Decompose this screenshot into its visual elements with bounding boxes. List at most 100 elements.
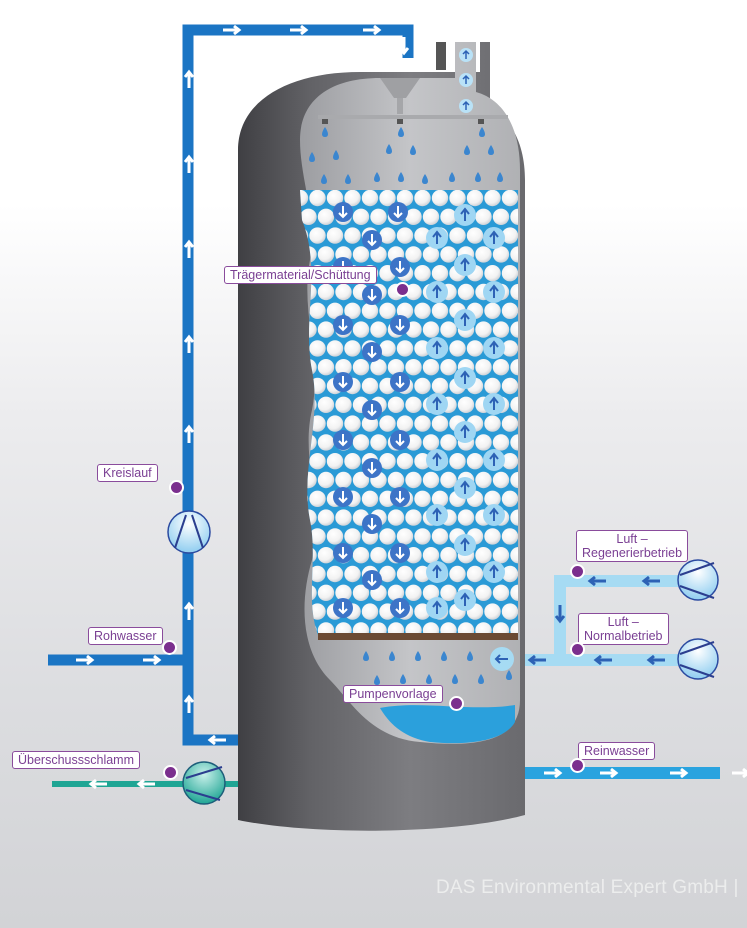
flow-arrow-icon: [432, 564, 442, 578]
carrier-ball: [335, 509, 352, 526]
flow-arrow-icon: [338, 491, 348, 504]
carrier-ball: [510, 471, 518, 489]
flow-arrow-icon: [367, 462, 377, 475]
carrier-ball: [492, 359, 510, 376]
carrier-ball: [457, 509, 475, 526]
carrier-ball: [335, 359, 352, 376]
carrier-ball: [475, 584, 492, 601]
label-air-regen: Luft – Regenerierbetrieb: [576, 530, 689, 562]
air-blower-normal-icon[interactable]: [677, 638, 719, 680]
carrier-ball: [317, 321, 335, 338]
carrier-ball: [335, 396, 352, 413]
carrier-ball: [405, 396, 422, 413]
carrier-ball: [457, 396, 475, 413]
carrier-ball: [361, 490, 379, 507]
carrier-ball: [501, 265, 518, 282]
sludge-pump-icon[interactable]: [182, 761, 226, 805]
carrier-ball: [510, 584, 518, 601]
carrier-ball: [484, 377, 501, 395]
carrier-ball: [501, 603, 518, 620]
flow-arrow-icon: [183, 154, 195, 173]
flow-arrow-icon: [143, 654, 162, 666]
flow-arrow-icon: [183, 694, 195, 713]
carrier-ball: [422, 547, 440, 564]
carrier-ball: [414, 302, 431, 319]
carrier-ball: [396, 415, 414, 432]
carrier-ball: [484, 415, 501, 432]
water-drop-icon: [497, 172, 503, 182]
carrier-ball: [501, 302, 518, 319]
flow-arrow-icon: [367, 346, 377, 359]
water-drop-icon: [441, 651, 447, 661]
carrier-ball: [396, 227, 414, 244]
carrier-ball: [396, 340, 414, 357]
circulation-pump-icon[interactable]: [167, 510, 211, 554]
carrier-ball: [528, 359, 544, 375]
carrier-ball: [344, 565, 361, 583]
marker-air-normal: [570, 642, 585, 657]
label-air-regen-line1: Luft –: [616, 532, 648, 546]
flow-arrow-icon: [593, 654, 612, 666]
carrier-ball: [528, 397, 544, 413]
flow-arrow-icon: [489, 340, 499, 354]
carrier-ball: [466, 453, 484, 470]
water-drop-icon: [426, 674, 432, 684]
carrier-ball: [466, 565, 484, 583]
carrier-ball: [326, 453, 344, 470]
carrier-ball: [326, 302, 344, 319]
carrier-ball: [440, 471, 457, 489]
carrier-ball: [405, 359, 422, 376]
carrier-ball: [501, 340, 518, 357]
flow-arrow-icon: [223, 24, 242, 36]
carrier-ball: [449, 340, 466, 357]
carrier-ball: [309, 190, 326, 207]
carrier-ball: [326, 340, 344, 357]
carrier-ball: [317, 584, 335, 601]
water-drop-icon: [374, 675, 380, 685]
water-drop-icon: [464, 145, 470, 155]
carrier-ball: [484, 528, 501, 545]
carrier-ball: [457, 283, 475, 301]
carrier-ball: [510, 509, 518, 526]
marker-excess-sludge: [163, 765, 178, 780]
flow-arrow-icon: [489, 230, 499, 244]
carrier-ball: [484, 302, 501, 319]
carrier-ball: [414, 528, 431, 545]
water-drop-icon: [479, 127, 485, 137]
carrier-ball: [422, 359, 440, 376]
carrier-ball: [440, 208, 457, 225]
carrier-ball: [422, 321, 440, 338]
carrier-ball: [300, 190, 309, 207]
carrier-ball: [501, 415, 518, 432]
label-carrier: Trägermaterial/Schüttung: [224, 266, 377, 284]
carrier-ball: [484, 490, 501, 507]
water-drop-icon: [452, 674, 458, 684]
carrier-ball: [449, 190, 466, 207]
label-excess-sludge: Überschussschlamm: [12, 751, 141, 769]
flow-arrow-icon: [183, 601, 195, 620]
carrier-ball: [501, 565, 518, 583]
water-drop-icon: [422, 174, 428, 184]
flow-arrow-icon: [462, 49, 470, 59]
carrier-ball: [528, 547, 544, 563]
water-drop-icon: [506, 670, 512, 680]
flow-arrow-icon: [367, 234, 377, 247]
carrier-ball: [317, 396, 335, 413]
carrier-ball: [405, 471, 422, 489]
carrier-ball: [510, 283, 518, 301]
flow-arrow-icon: [587, 575, 606, 587]
flow-arrow-icon: [183, 334, 195, 353]
marker-circulation: [169, 480, 184, 495]
carrier-ball: [431, 528, 449, 545]
carrier-ball: [335, 283, 352, 301]
carrier-ball: [528, 209, 544, 225]
carrier-ball: [379, 528, 396, 545]
carrier-ball: [528, 284, 544, 300]
flow-arrow-icon: [432, 340, 442, 354]
water-drop-icon: [415, 651, 421, 661]
carrier-ball: [317, 246, 335, 263]
flow-arrow-icon: [489, 507, 499, 521]
flow-arrow-icon: [290, 24, 309, 36]
carrier-ball: [405, 208, 422, 225]
air-blower-regen-icon[interactable]: [677, 559, 719, 601]
